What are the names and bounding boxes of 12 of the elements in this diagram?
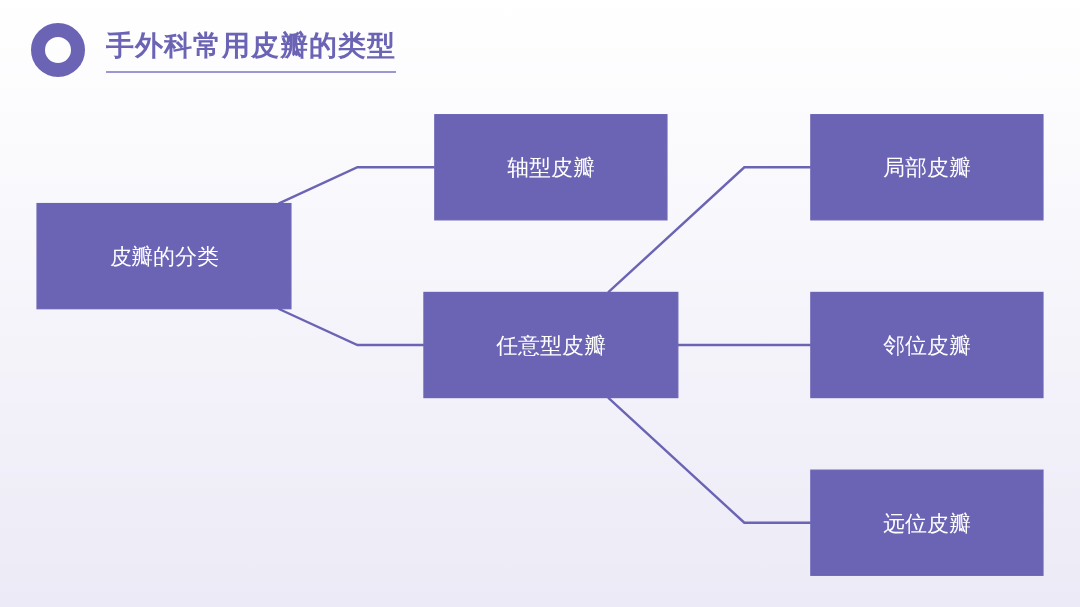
node-box: 邻位皮瓣 — [810, 291, 1044, 399]
node-box: 远位皮瓣 — [810, 469, 1044, 576]
node-box: 轴型皮瓣 — [434, 114, 668, 221]
connector — [677, 343, 811, 347]
connector — [277, 307, 424, 347]
connector — [607, 166, 811, 294]
title: 手外科常用皮瓣的类型 — [106, 27, 396, 73]
node-box: 局部皮瓣 — [810, 114, 1044, 221]
connector — [277, 166, 435, 205]
node-box: 皮瓣的分类 — [36, 202, 292, 310]
node-box: 任意型皮瓣 — [423, 291, 679, 399]
connector — [607, 396, 811, 524]
